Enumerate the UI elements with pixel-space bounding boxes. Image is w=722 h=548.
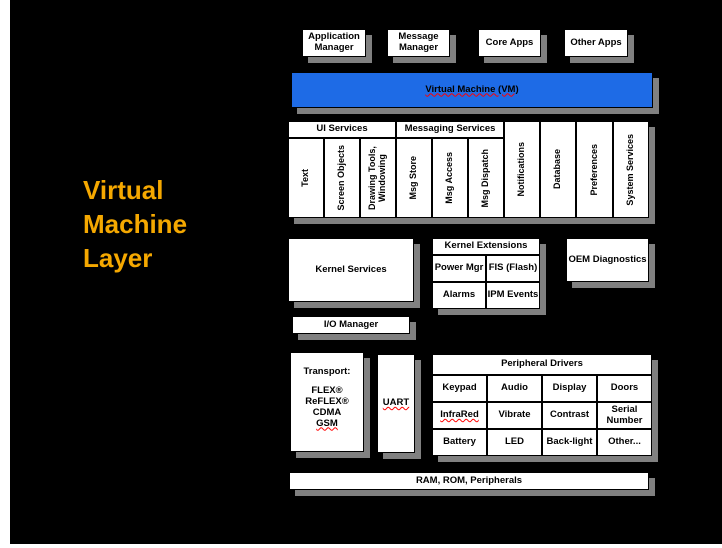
title-line-1: Virtual <box>83 175 164 205</box>
peripheral-label: Back-light <box>546 436 593 448</box>
power-mgr-label: Power Mgr <box>434 262 484 274</box>
peripheral-cell: Vibrate <box>487 402 542 429</box>
kernel-services-box: Kernel Services <box>288 238 414 302</box>
message-manager-box: Message Manager <box>387 29 450 57</box>
transport-flex: FLEX® <box>311 384 343 396</box>
notifications-label: Notifications <box>516 142 527 197</box>
messaging-services-label: Messaging Services <box>404 123 496 135</box>
notifications-cell: Notifications <box>504 121 540 218</box>
msg-dispatch-label: Msg Dispatch <box>480 148 491 208</box>
title-line-2: Machine <box>83 209 188 239</box>
peripheral-label: Doors <box>610 382 639 394</box>
alarms-cell: Alarms <box>432 282 486 309</box>
peripheral-cell: Serial Number <box>597 402 652 429</box>
text-service-label: Text <box>300 169 311 187</box>
kernel-services-label: Kernel Services <box>315 263 387 275</box>
other-apps-box: Other Apps <box>564 29 628 57</box>
peripheral-label: Other... <box>608 436 641 448</box>
core-apps-box: Core Apps <box>478 29 541 57</box>
peripheral-cell: Back-light <box>542 429 597 456</box>
ipm-events-cell: IPM Events <box>486 282 540 309</box>
system-services-label: System Services <box>625 133 636 206</box>
ui-services-label: UI Services <box>316 123 368 135</box>
peripheral-drivers-label: Peripheral Drivers <box>501 358 583 370</box>
oem-diagnostics-label: OEM Diagnostics <box>568 253 647 265</box>
peripheral-drivers-grid: Keypad Audio Display Doors InfraRed Vibr… <box>432 375 652 456</box>
power-mgr-cell: Power Mgr <box>432 255 486 282</box>
text-service-cell: Text <box>288 138 324 218</box>
transport-reflex: ReFLEX® <box>305 395 349 407</box>
hardware-bar: RAM, ROM, Peripherals <box>289 472 649 490</box>
peripheral-label: Serial Number <box>606 403 643 426</box>
peripheral-cell: Display <box>542 375 597 402</box>
transport-box: Transport: FLEX® ReFLEX® CDMA GSM <box>290 352 364 452</box>
virtual-machine-label: Virtual Machine (VM) <box>425 83 519 95</box>
uart-box: UART <box>377 354 415 453</box>
peripheral-drivers-header: Peripheral Drivers <box>432 354 652 375</box>
other-apps-label: Other Apps <box>570 36 622 48</box>
peripheral-cell: Battery <box>432 429 487 456</box>
peripheral-label: InfraRed <box>440 409 479 421</box>
peripheral-label: Contrast <box>549 409 590 421</box>
fis-flash-label: FIS (Flash) <box>488 262 538 274</box>
transport-gsm: GSM <box>316 417 338 429</box>
msg-store-cell: Msg Store <box>396 138 432 218</box>
preferences-label: Preferences <box>588 143 599 196</box>
database-cell: Database <box>540 121 576 218</box>
alarms-label: Alarms <box>442 289 476 301</box>
peripheral-label: Display <box>552 382 587 394</box>
transport-cdma: CDMA <box>312 406 342 418</box>
ipm-events-label: IPM Events <box>487 289 539 301</box>
screen-objects-cell: Screen Objects <box>324 138 360 218</box>
io-manager-label: I/O Manager <box>323 318 379 330</box>
system-services-cell: System Services <box>613 121 649 218</box>
ui-services-header: UI Services <box>288 121 396 138</box>
oem-diagnostics-box: OEM Diagnostics <box>566 238 649 282</box>
kernel-extensions-label: Kernel Extensions <box>444 240 528 252</box>
msg-access-label: Msg Access <box>444 152 455 204</box>
peripheral-label: Keypad <box>442 382 477 394</box>
database-label: Database <box>552 149 563 190</box>
msg-dispatch-cell: Msg Dispatch <box>468 138 504 218</box>
preferences-cell: Preferences <box>576 121 613 218</box>
peripheral-cell: InfraRed <box>432 402 487 429</box>
virtual-machine-bar: Virtual Machine (VM) <box>291 72 653 108</box>
kernel-extensions-header: Kernel Extensions <box>432 238 540 255</box>
peripheral-label: Audio <box>501 382 528 394</box>
fis-flash-cell: FIS (Flash) <box>486 255 540 282</box>
peripheral-label: LED <box>505 436 524 448</box>
peripheral-cell: LED <box>487 429 542 456</box>
msg-store-label: Msg Store <box>408 156 419 200</box>
drawing-tools-cell: Drawing Tools, Windowing <box>360 138 396 218</box>
peripheral-cell: Doors <box>597 375 652 402</box>
peripheral-cell: Other... <box>597 429 652 456</box>
msg-access-cell: Msg Access <box>432 138 468 218</box>
hardware-label: RAM, ROM, Peripherals <box>415 474 523 486</box>
drawing-tools-label: Drawing Tools, Windowing <box>367 146 387 210</box>
title-line-3: Layer <box>83 243 153 273</box>
messaging-services-header: Messaging Services <box>396 121 504 138</box>
io-manager-box: I/O Manager <box>292 316 410 334</box>
message-manager-label: Message Manager <box>398 31 439 53</box>
peripheral-cell: Keypad <box>432 375 487 402</box>
peripheral-label: Battery <box>443 436 476 448</box>
application-manager-box: Application Manager <box>302 29 366 57</box>
peripheral-cell: Contrast <box>542 402 597 429</box>
transport-header: Transport: <box>303 366 351 377</box>
screen-objects-label: Screen Objects <box>336 145 347 211</box>
peripheral-cell: Audio <box>487 375 542 402</box>
application-manager-label: Application Manager <box>308 31 360 53</box>
uart-label: UART <box>382 397 410 409</box>
peripheral-label: Vibrate <box>498 409 531 421</box>
core-apps-label: Core Apps <box>485 36 534 48</box>
